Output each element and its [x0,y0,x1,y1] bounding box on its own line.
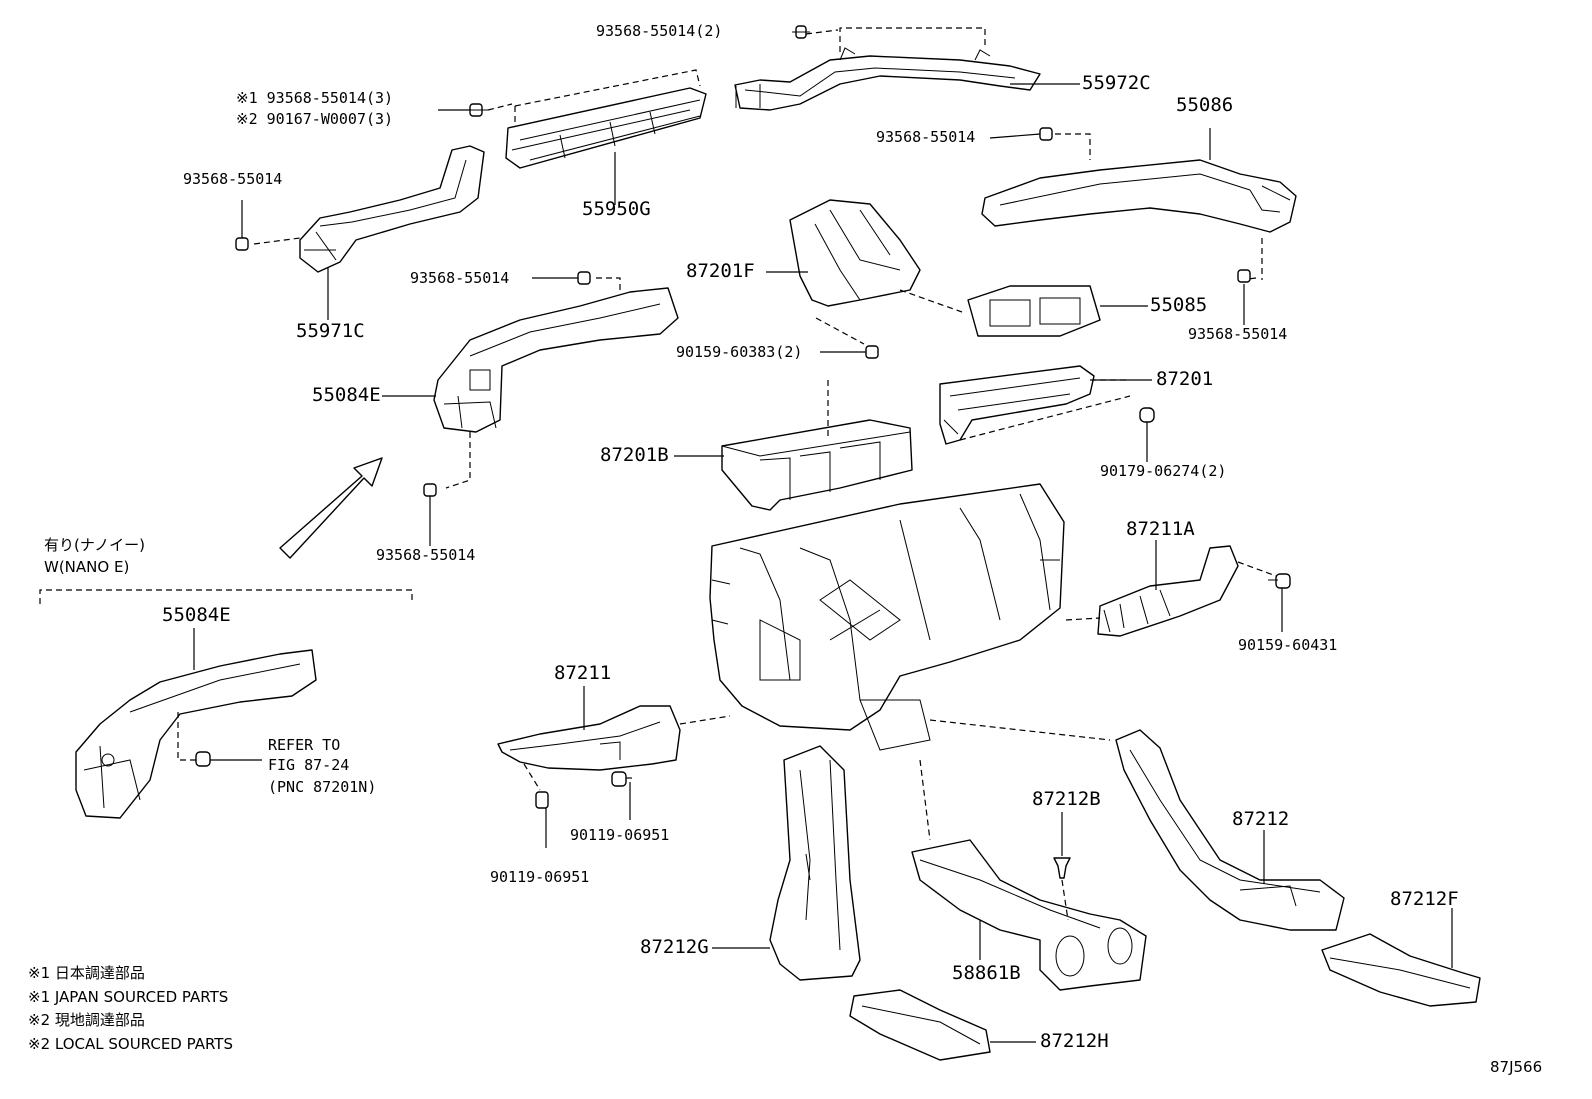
part-label-90119-06951-b: 90119-06951 [490,868,590,886]
register-55085 [967,285,1101,337]
duct-58861b [911,839,1147,991]
refer-line-2: FIG 87-24 [268,756,350,774]
part-label-93568-55014-b: 93568-55014 [183,170,283,188]
refer-line-3: (PNC 87201N) [268,778,377,796]
variant-bracket [39,589,413,604]
clip-icon [865,345,879,359]
footnote1-jp: ※1 日本調達部品 [28,964,145,982]
register-87201f [789,199,921,307]
register-87201b [721,419,913,511]
duct-87212g [769,745,861,981]
screw-icon [1268,573,1291,589]
part-label-87211a: 87211A [1126,518,1195,540]
part-label-87212g: 87212G [640,936,709,958]
part-label-93568-55014-d: 93568-55014 [1188,325,1288,343]
part-label-87212f: 87212F [1390,888,1459,910]
footnote1-en: ※1 JAPAN SOURCED PARTS [28,988,229,1006]
part-label-55085: 55085 [1150,294,1208,316]
duct-55972c [734,47,1041,111]
part-label-87201b: 87201B [600,444,669,466]
part-label-93568-55014-e: 93568-55014 [376,546,476,564]
note2-part-code: ※2 90167-W0007(3) [236,110,394,128]
footnote2-en: ※2 LOCAL SOURCED PARTS [28,1035,233,1053]
part-label-93568-55014-2: 93568-55014(2) [596,22,723,40]
part-label-55086: 55086 [1176,94,1234,116]
part-label-90179-06274: 90179-06274(2) [1100,462,1227,480]
part-label-93568-55014-a: 93568-55014 [876,128,976,146]
part-label-55084e-top: 55084E [312,384,381,406]
duct-87212h [849,989,991,1061]
part-label-87201f: 87201F [686,260,755,282]
part-label-93568-55014-c: 93568-55014 [410,269,510,287]
clip-icon [792,25,810,39]
duct-55084e-bottom [75,649,317,819]
duct-55084e-top [433,287,679,433]
part-label-87201: 87201 [1156,368,1214,390]
screw-icon [195,751,211,767]
clip-icon [1237,269,1251,283]
part-label-90119-06951-a: 90119-06951 [570,826,670,844]
refer-line-1: REFER TO [268,736,341,754]
clip-icon [1139,407,1155,423]
duct-55086 [981,159,1297,233]
figure-id: 87J566 [1490,1058,1543,1076]
dash-55972c [839,27,986,52]
note1-part-code: ※1 93568-55014(3) [236,89,394,107]
screw-icon [535,791,549,809]
hvac-unit [709,483,1065,751]
screw-icon [611,771,627,787]
clip-icon [235,237,249,251]
part-label-55971c: 55971C [296,320,365,342]
part-label-58861b: 58861B [952,962,1021,984]
part-label-87212: 87212 [1232,808,1290,830]
variant-label-jp: 有り(ナノイー) [44,536,145,554]
footnote2-jp: ※2 現地調達部品 [28,1011,145,1029]
part-label-90159-60383: 90159-60383(2) [676,343,803,361]
clip-icon [577,271,591,285]
part-label-90159-60431: 90159-60431 [1238,636,1338,654]
part-label-87212h: 87212H [1040,1030,1109,1052]
clip-icon [1053,857,1071,879]
part-label-87211: 87211 [554,662,612,684]
part-label-55084e-bottom: 55084E [162,604,231,626]
duct-87211 [497,705,681,771]
duct-87211a [1097,545,1239,637]
part-label-55972c: 55972C [1082,72,1151,94]
duct-87212 [1115,729,1345,931]
duct-55950g [505,87,707,169]
clip-icon [423,483,437,497]
direction-arrow [279,457,383,559]
clip-icon [1039,127,1053,141]
part-label-87212b: 87212B [1032,788,1101,810]
duct-55971c [299,145,485,273]
variant-label-en: W(NANO E) [44,558,130,576]
duct-87212f [1321,933,1481,1007]
register-87201 [939,365,1095,445]
part-label-55950g: 55950G [582,198,651,220]
